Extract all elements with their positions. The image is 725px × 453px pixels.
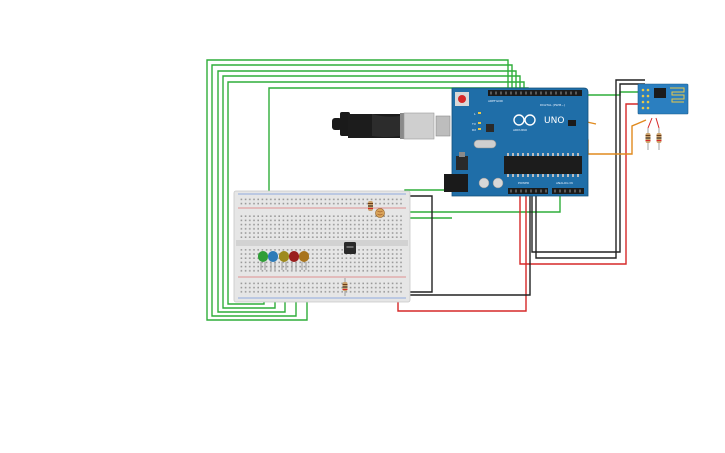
led-orange[interactable] — [299, 251, 309, 270]
main-chip — [504, 156, 582, 174]
arduino-board[interactable]: AREF GND DIGITAL (PWM~) L TX RX ARDUINO … — [444, 87, 589, 197]
wire-black-4 — [531, 83, 645, 253]
resistor-icon[interactable] — [645, 128, 651, 150]
led-l-label: L — [474, 112, 476, 116]
main-holes-top — [240, 214, 404, 238]
arduino-logo: ARDUINO — [513, 114, 536, 132]
wire-black-2 — [403, 196, 531, 296]
wire-red-1 — [397, 196, 527, 312]
wire-black-3 — [535, 79, 645, 259]
led-blue[interactable] — [268, 251, 278, 270]
wifi-module-icon[interactable] — [637, 83, 689, 115]
power-label: POWER — [518, 181, 529, 185]
led-red[interactable] — [289, 251, 299, 270]
bottom-rail-holes — [240, 280, 404, 295]
resistor-icon[interactable] — [656, 128, 662, 150]
center-channel — [236, 240, 408, 246]
sensor-icon[interactable] — [344, 242, 356, 254]
board-pcb — [451, 87, 589, 197]
ground-wires-black — [356, 79, 645, 298]
led-row — [258, 251, 309, 270]
power-jack[interactable] — [444, 174, 468, 192]
wire-red-2 — [519, 103, 640, 265]
tx-label: TX — [471, 122, 476, 126]
analog-label: ANALOG IN — [556, 181, 573, 185]
digital-label: DIGITAL (PWM~) — [540, 103, 565, 107]
analog-header — [552, 188, 584, 194]
aref-label: AREF — [488, 99, 496, 103]
gnd-label: GND — [496, 99, 504, 103]
led-yellow[interactable] — [279, 251, 289, 270]
wire-green-3 — [217, 70, 517, 313]
wire-green-2 — [211, 64, 513, 317]
reset-button[interactable] — [455, 92, 469, 106]
module-resistors — [645, 117, 662, 150]
usb-cable-icon[interactable] — [332, 112, 451, 140]
wire-black-1 — [400, 195, 433, 293]
breadboard[interactable] — [233, 190, 411, 303]
brand-label: ARDUINO — [513, 128, 528, 132]
power-header — [508, 188, 548, 194]
photoresistor-icon[interactable] — [368, 201, 385, 218]
top-rail-holes — [240, 197, 404, 206]
led-green[interactable] — [258, 251, 268, 270]
resistor-icon[interactable] — [342, 278, 348, 296]
main-holes-bottom — [240, 249, 404, 273]
rx-label: RX — [472, 128, 476, 132]
board-name: UNO — [544, 116, 564, 126]
